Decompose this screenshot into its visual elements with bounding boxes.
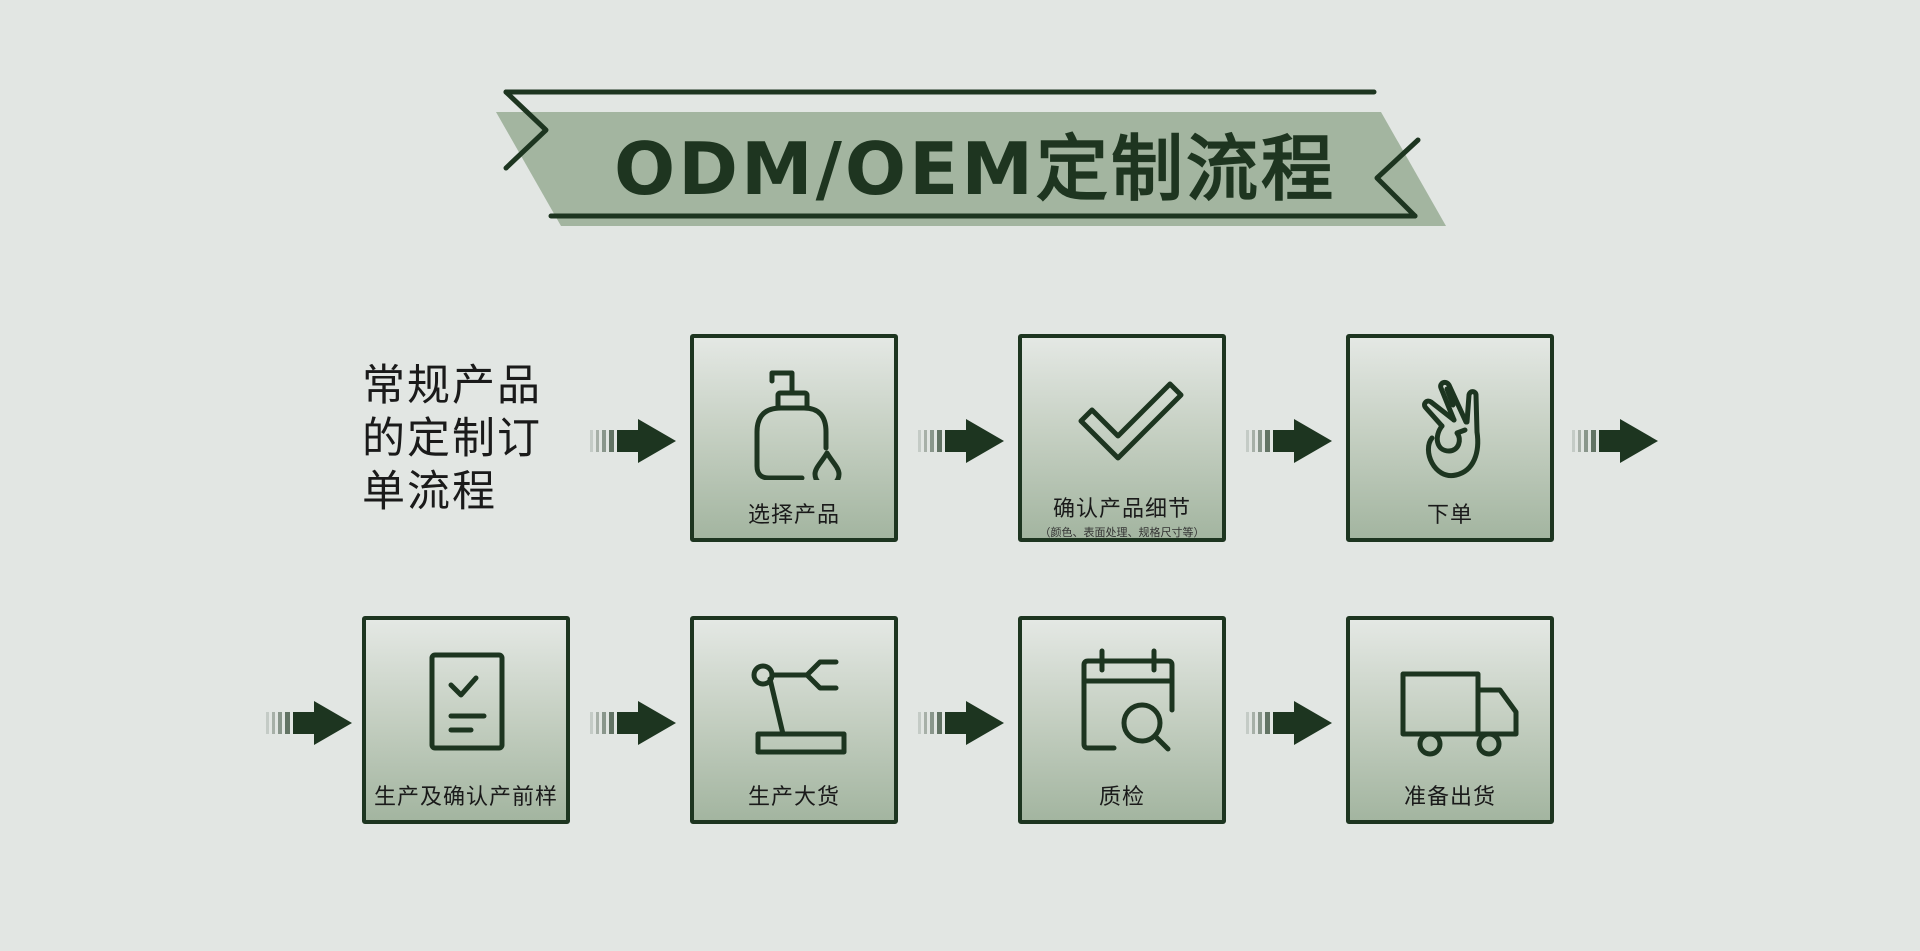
step-mass-production: 生产大货 [690, 616, 898, 824]
checklist-document-icon [429, 652, 505, 751]
banner-ribbon-shape [496, 89, 1446, 226]
step-place-order: 下单 [1346, 334, 1554, 542]
step-sublabel: （颜色、表面处理、规格尺寸等） [1039, 526, 1205, 539]
lotion-pump-bottle-icon [754, 370, 842, 480]
step-label: 选择产品 [747, 503, 840, 528]
ok-hand-icon [1422, 379, 1481, 478]
flow-arrow-icon [1246, 419, 1332, 463]
delivery-truck-icon [1400, 671, 1519, 757]
step-label: 准备出货 [1403, 785, 1496, 810]
step-quality-inspection: 质检 [1018, 616, 1226, 824]
page-title: ODM/OEM定制流程 [614, 126, 1336, 211]
flow-arrow-icon [918, 701, 1004, 745]
flow-arrow-icon [590, 419, 676, 463]
step-label: 下单 [1426, 503, 1473, 528]
step-label: 生产及确认产前样 [373, 785, 558, 810]
intro-line: 的定制订 [362, 414, 542, 464]
checkmark-icon [1078, 381, 1184, 461]
flow-arrow-icon [1246, 701, 1332, 745]
step-confirm-details: 确认产品细节 （颜色、表面处理、规格尺寸等） [1018, 334, 1226, 542]
step-label: 生产大货 [747, 785, 840, 810]
intro-line: 常规产品 [362, 361, 542, 411]
calendar-search-icon [1081, 648, 1175, 752]
step-label: 质检 [1098, 785, 1145, 810]
title-banner: ODM/OEM定制流程 [490, 86, 1460, 236]
step-select-product: 选择产品 [690, 334, 898, 542]
intro-line: 单流程 [362, 467, 497, 517]
step-label: 确认产品细节 [1052, 497, 1191, 522]
step-pre-production-sample: 生产及确认产前样 [362, 616, 570, 824]
robotic-arm-icon [751, 659, 847, 755]
step-prepare-shipment: 准备出货 [1346, 616, 1554, 824]
flow-arrow-icon [1572, 419, 1658, 463]
flow-arrow-icon [918, 419, 1004, 463]
intro-text: 常规产品 的定制订 单流程 [362, 360, 562, 519]
flow-arrow-icon [266, 701, 352, 745]
flow-arrow-icon [590, 701, 676, 745]
